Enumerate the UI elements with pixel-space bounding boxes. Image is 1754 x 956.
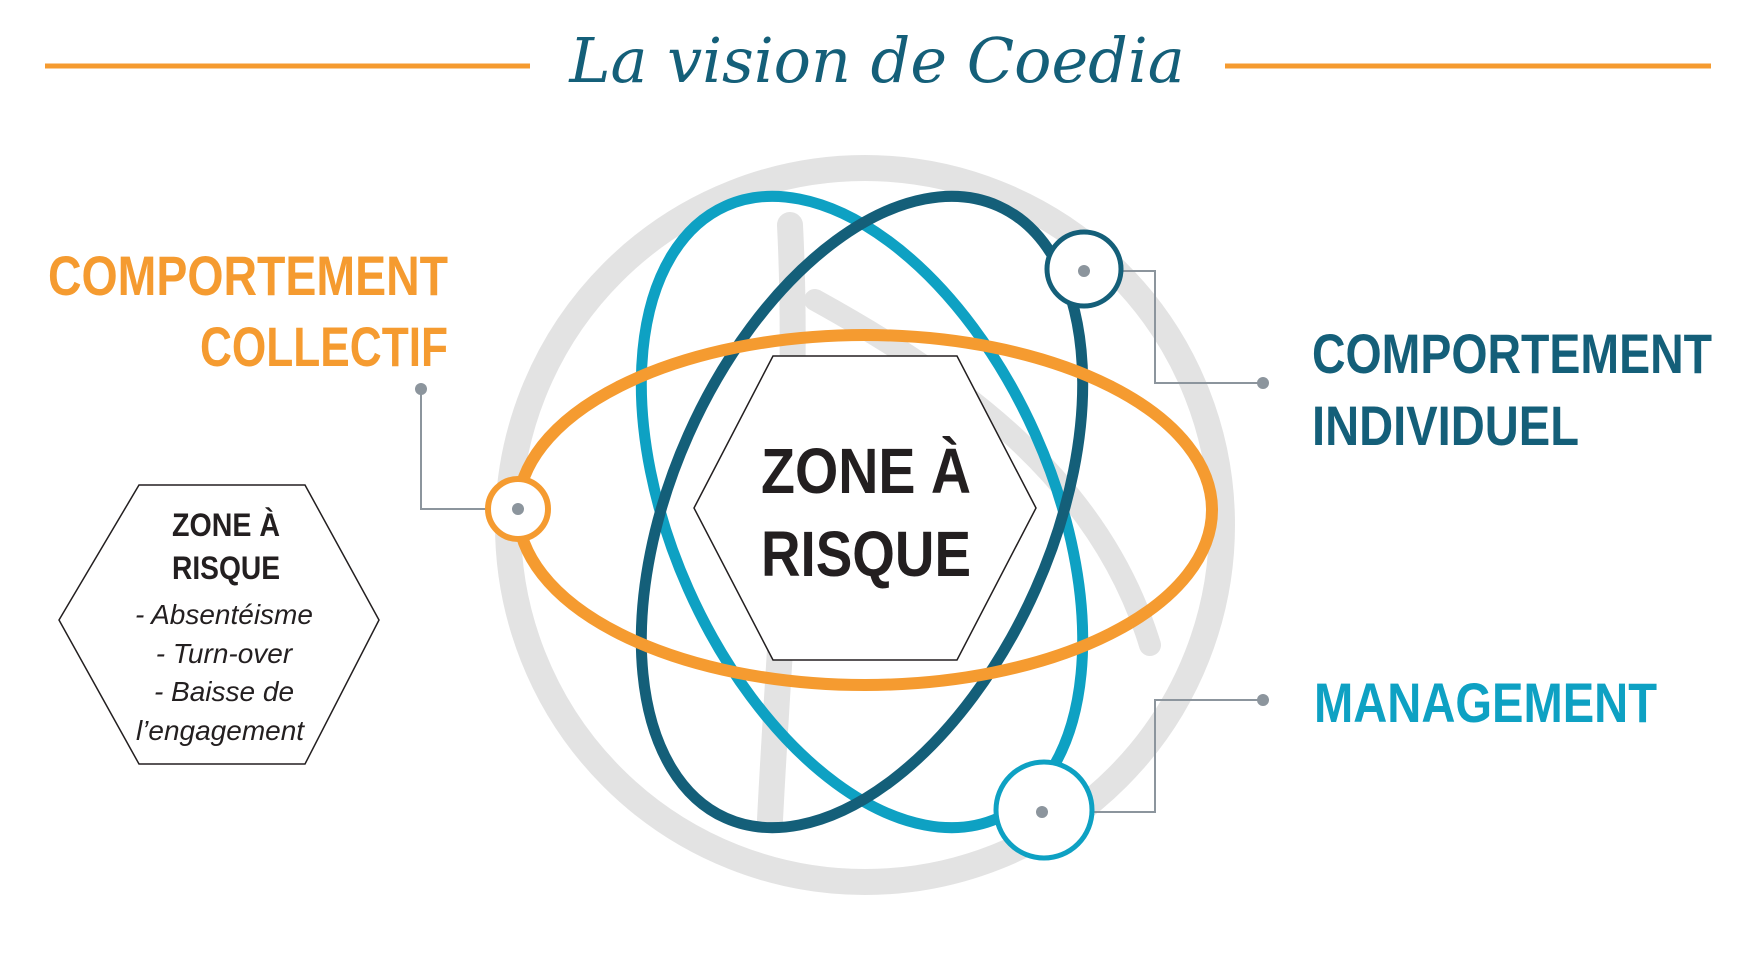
side-item-baisse: - Baisse de	[154, 676, 294, 707]
connector-management	[1042, 699, 1263, 813]
connector-dot-collectif-label	[415, 383, 427, 395]
side-item-engagement: l’engagement	[136, 715, 305, 746]
label-collectif-line-1: COMPORTEMENT	[48, 244, 448, 307]
side-heading-line-2: RISQUE	[172, 550, 280, 586]
center-title-line-1: ZONE À	[761, 435, 971, 507]
center-hexagon	[693, 355, 1037, 661]
side-item-turnover: - Turn-over	[156, 638, 294, 669]
connector-dot-collectif-node	[512, 503, 524, 515]
label-individuel-line-1: COMPORTEMENT	[1312, 322, 1712, 385]
side-item-absenteisme: - Absentéisme	[135, 599, 313, 630]
label-management: MANAGEMENT	[1314, 671, 1657, 734]
label-collectif-line-2: COLLECTIF	[200, 315, 448, 378]
side-hexagon	[58, 484, 380, 765]
connector-dot-management-label	[1257, 694, 1269, 706]
label-individuel-line-2: INDIVIDUEL	[1312, 394, 1579, 457]
side-heading-line-1: ZONE À	[172, 507, 280, 543]
connector-dot-individuel-node	[1078, 265, 1090, 277]
connector-dot-management-node	[1036, 806, 1048, 818]
connector-dot-individuel-label	[1257, 377, 1269, 389]
orbit-dark-teal	[635, 190, 1089, 834]
center-title-line-2: RISQUE	[761, 518, 971, 590]
page-title: La vision de Coedia	[568, 24, 1184, 97]
